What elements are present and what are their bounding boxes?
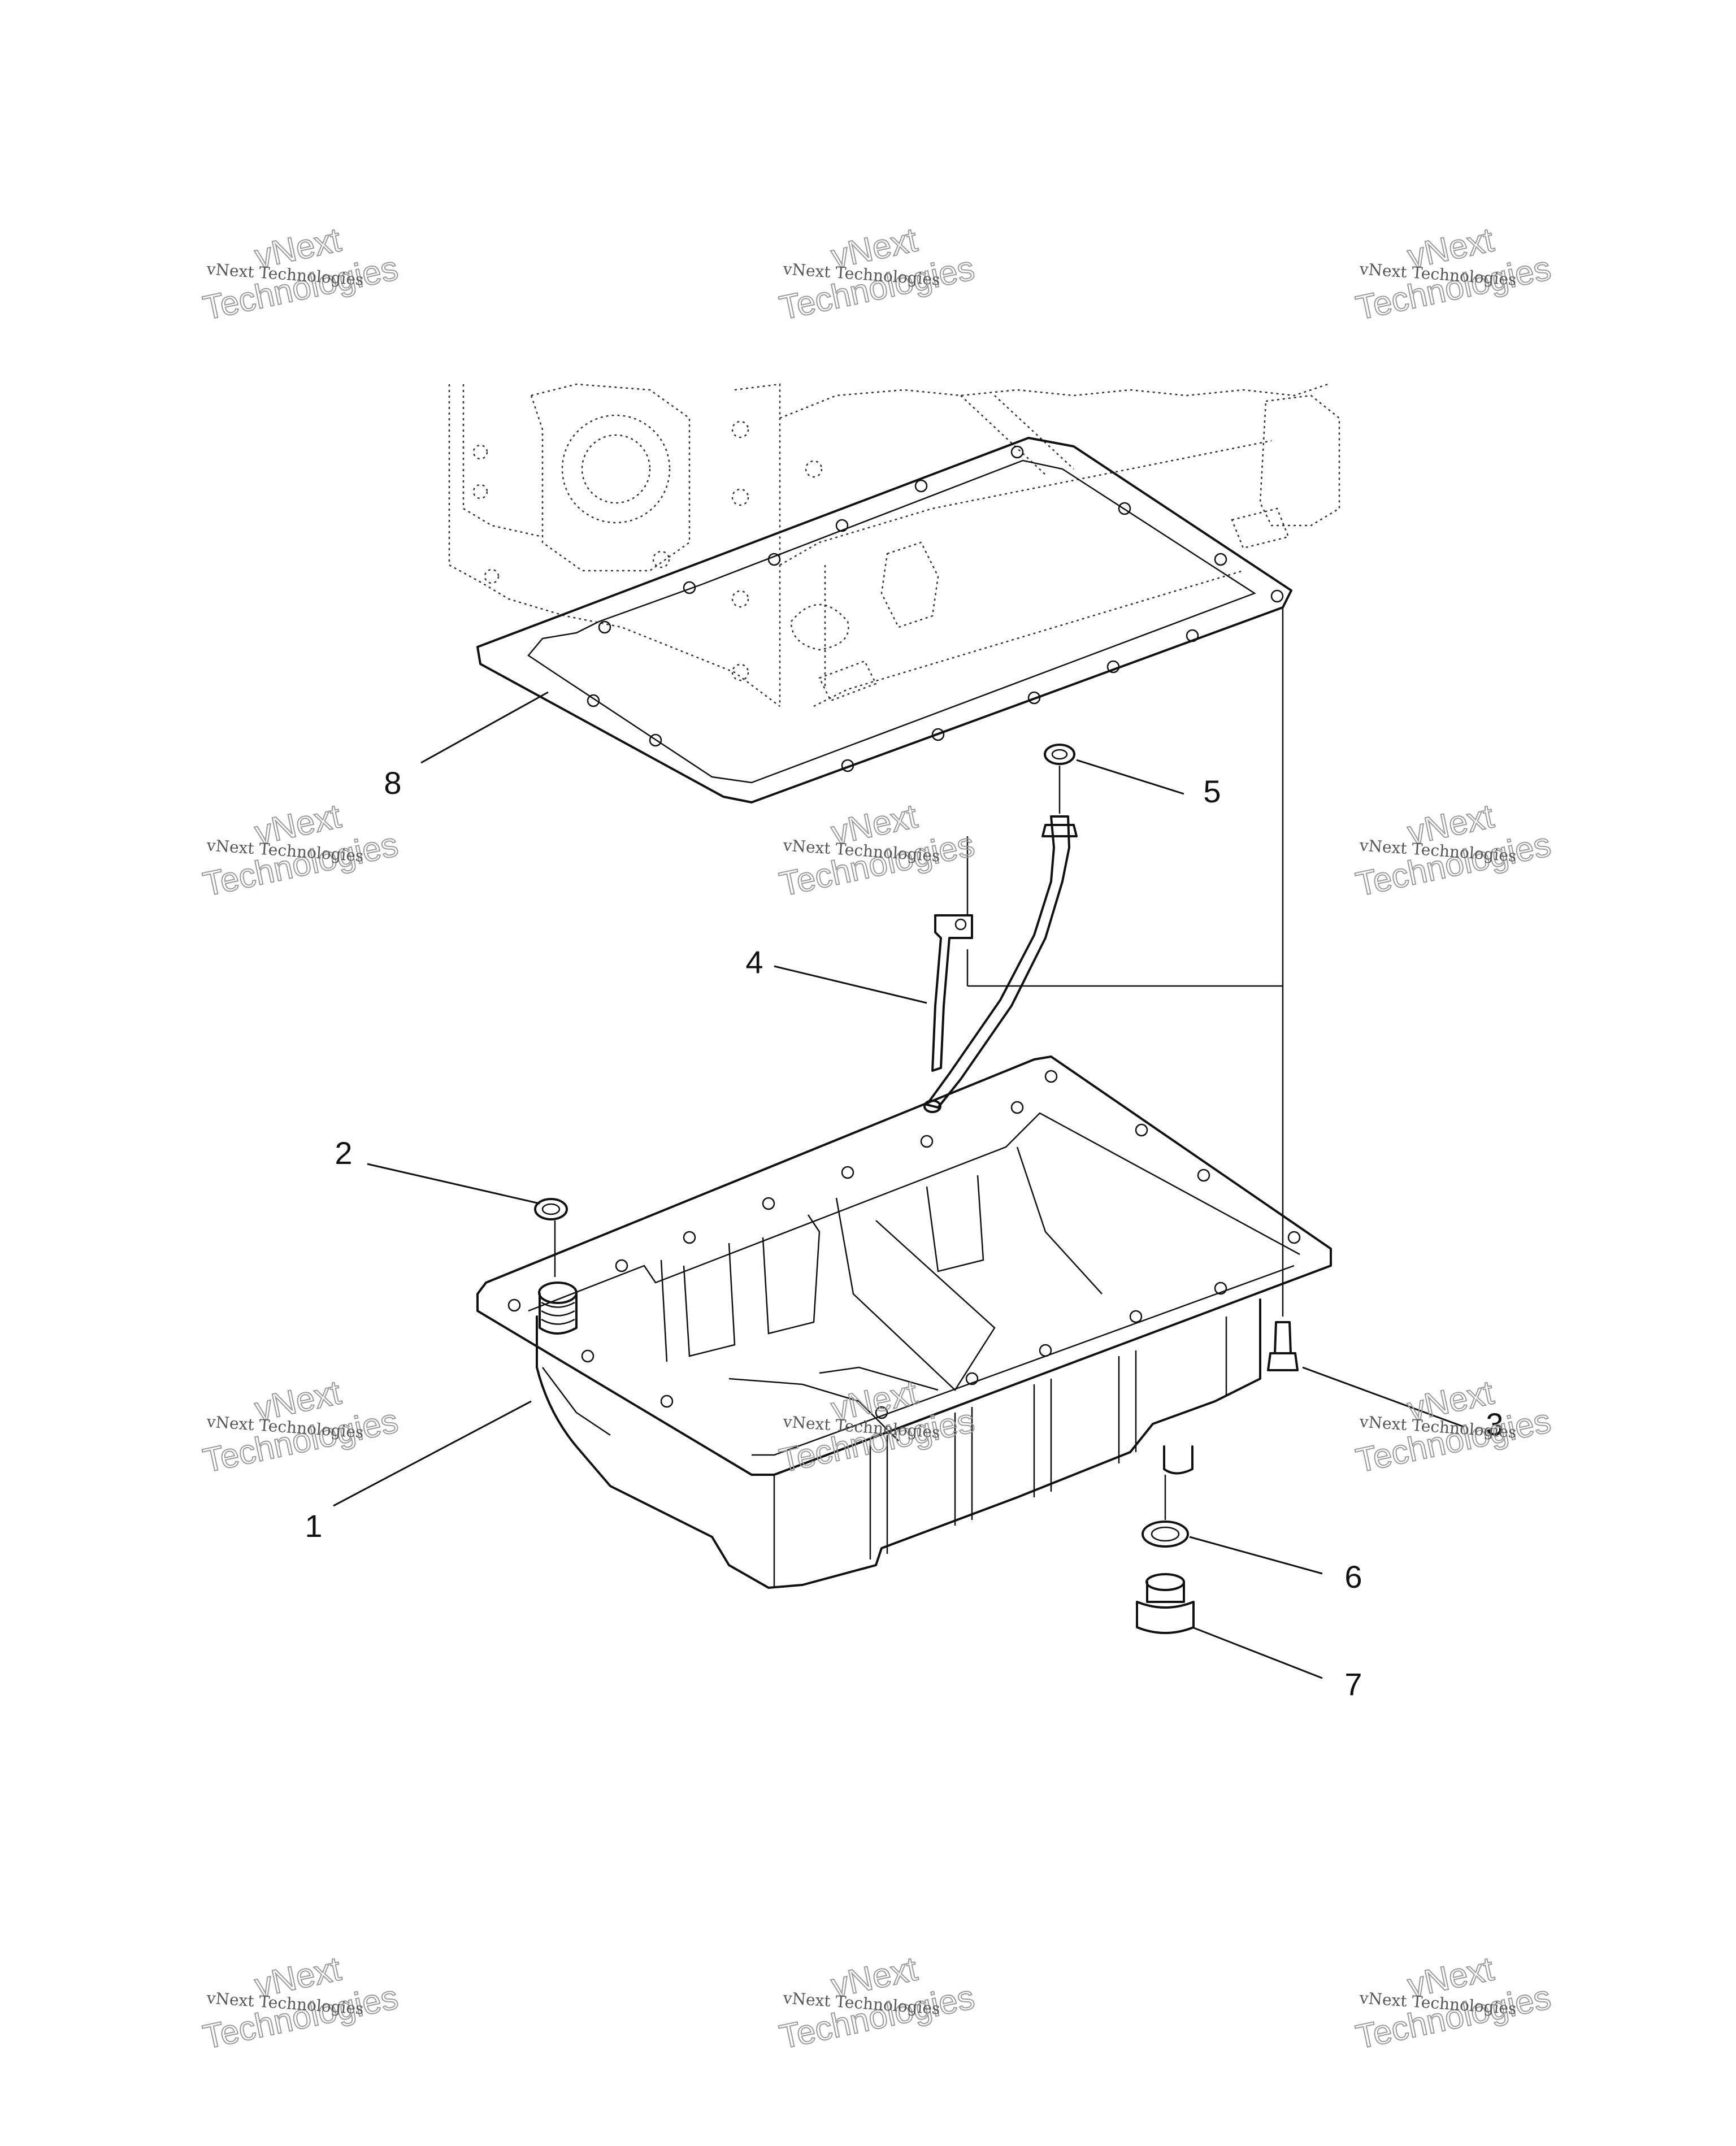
dipstick-tube-seal (1044, 744, 1075, 814)
drain-plug (1136, 1573, 1195, 1634)
callout-4: 4 (745, 944, 763, 980)
filler-seal-ring (534, 1198, 568, 1277)
callout-5: 5 (1203, 774, 1221, 809)
callout-2: 2 (335, 1135, 352, 1171)
pan-bolt-holes (507, 1070, 1301, 1419)
watermark: vNext Technologies vNext Technologies (199, 1372, 402, 1480)
watermark: vNext Technologies vNext Technologies (199, 1949, 402, 2057)
watermark: vNext Technologies vNext Technologies (199, 220, 402, 328)
assembly-alignment-lines (966, 607, 1284, 1317)
watermark: vNext Technologies vNext Technologies (775, 1372, 978, 1480)
watermark: vNext Technologies vNext Technologies (775, 1949, 978, 2057)
callout-3: 3 (1486, 1406, 1503, 1442)
watermark: vNext Technologies vNext Technologies (199, 796, 402, 904)
watermark: vNext Technologies vNext Technologies (1352, 220, 1555, 328)
watermark: vNext Technologies vNext Technologies (1352, 796, 1555, 904)
callout-labels: 1 2 3 4 5 6 7 8 (305, 765, 1503, 1702)
callout-7: 7 (1344, 1666, 1362, 1702)
dipstick-guide-tube (923, 815, 1078, 1113)
watermark: vNext Technologies vNext Technologies (775, 796, 978, 904)
engine-block-phantom (448, 383, 1340, 707)
oil-pan-gasket (476, 437, 1292, 803)
callout-8: 8 (384, 765, 401, 801)
drain-plug-washer (1142, 1475, 1189, 1548)
pan-bolt (1267, 1321, 1299, 1371)
callout-leaders (333, 691, 1464, 1679)
oil-pan (476, 1055, 1332, 1589)
callout-6: 6 (1344, 1559, 1362, 1595)
watermark: vNext Technologies vNext Technologies (775, 220, 978, 328)
callout-1: 1 (305, 1508, 322, 1544)
watermark: vNext Technologies vNext Technologies (1352, 1949, 1555, 2057)
gasket-bolt-holes (587, 445, 1284, 772)
watermark: vNext Technologies vNext Technologies (1352, 1372, 1555, 1480)
